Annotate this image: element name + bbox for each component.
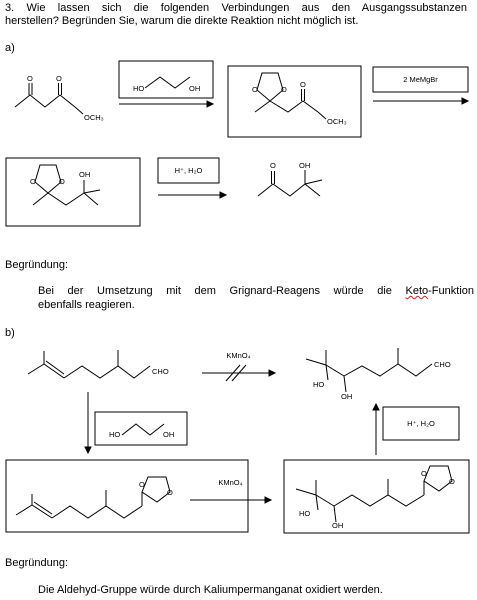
- atom-o-acetal-b-right: O: [167, 488, 173, 497]
- ethylene-glycol-structure-b: [121, 423, 165, 436]
- reagent-box-glycol-b: [94, 411, 188, 446]
- question-line-1: 3. Wie lassen sich die folgenden Verbind…: [5, 2, 467, 15]
- part-b-label: b): [5, 327, 15, 339]
- atom-o-acetal-right: O: [281, 85, 287, 94]
- part-a-justification-keto: Keto: [405, 285, 429, 297]
- acetal-ester-structure: [254, 72, 327, 120]
- diol-acetal-box: [283, 459, 470, 534]
- diol-acetal-structure: [295, 465, 453, 523]
- diol-aldehyde-structure: [305, 348, 433, 393]
- atom-o-acetal-c-right: O: [449, 477, 455, 486]
- part-a-label: a): [5, 42, 15, 54]
- acetal-alcohol-structure: [32, 164, 101, 206]
- acetal-ester-box: [227, 65, 362, 138]
- atom-och3-a: OCH₃: [84, 113, 104, 122]
- reagent-box-glycol-a: [118, 60, 214, 99]
- atom-ho-diol-acetal: HO: [299, 509, 311, 518]
- atom-oh-diol-acetal: OH: [332, 521, 344, 530]
- part-a-justification-suffix: -Funktion: [428, 285, 474, 297]
- question-number: 3.: [5, 2, 15, 14]
- question-text-line-1: Wie lassen sich die folgenden Verbindung…: [26, 2, 467, 14]
- atom-och3-b: OCH₃: [327, 117, 347, 126]
- atom-o-ketone-a: O: [27, 74, 33, 83]
- methyl-acetoacetate-structure: [14, 83, 84, 115]
- atom-ho-diol: HO: [313, 380, 325, 389]
- atom-o-acetal-left: O: [252, 85, 258, 94]
- reagent-grignard: 2 MeMgBr: [403, 75, 438, 84]
- question-line-2: herstellen? Begründen Sie, warum die dir…: [5, 15, 359, 27]
- citronellal-structure: [27, 350, 151, 379]
- acetal-alcohol-box: [5, 157, 141, 227]
- citronellal-acetal-box: [5, 459, 249, 533]
- atom-o-acetal-a2-left: O: [30, 177, 36, 186]
- part-b-justification-text: Die Aldehyd-Gruppe würde durch Kaliumper…: [38, 584, 383, 596]
- atom-cho-diol: CHO: [434, 360, 451, 369]
- reagent-box-hydrolysis-b: [382, 406, 460, 441]
- atom-oh-glycol-b: OH: [163, 430, 175, 439]
- atom-oh-alcohol-a: OH: [79, 170, 91, 179]
- atom-ho-glycol-b: HO: [109, 430, 121, 439]
- atom-ho-glycol-a: HO: [133, 84, 145, 93]
- atom-oh-diol: OH: [341, 392, 353, 401]
- atom-oh-product: OH: [299, 161, 311, 170]
- part-a-justification-prefix: Bei der Umsetzung mit dem Grignard-Reage…: [38, 285, 406, 297]
- part-a-justification-line-1: Bei der Umsetzung mit dem Grignard-Reage…: [38, 285, 474, 298]
- atom-cho-citronellal: CHO: [152, 367, 169, 376]
- atom-oh-glycol-a: OH: [189, 84, 201, 93]
- atom-o-ester-a: O: [56, 74, 62, 83]
- part-a-justification-title: Begründung:: [5, 259, 68, 271]
- reagent-box-hydrolysis-a: [157, 157, 220, 184]
- reagent-hydrolysis-b: H⁺, H₂O: [407, 419, 435, 428]
- atom-o-acetal-a2-right: O: [59, 177, 65, 186]
- atom-o-acetal-c-top: O: [421, 469, 427, 478]
- atom-o-acetal-b-top: O: [139, 480, 145, 489]
- atom-o-ketone-product: O: [270, 161, 276, 170]
- ethylene-glycol-structure-a: [144, 76, 191, 89]
- reagent-hydrolysis-a: H⁺, H₂O: [174, 166, 203, 175]
- part-b-justification-title: Begründung:: [5, 557, 68, 569]
- citronellal-acetal-structure: [15, 476, 171, 519]
- reagent-kmno4-crossed: KMnO₄: [226, 351, 251, 360]
- reagent-kmno4: KMnO₄: [218, 478, 243, 487]
- reagent-box-grignard: [372, 66, 469, 93]
- atom-o-ester-b: O: [300, 80, 306, 89]
- part-a-justification-line-2: ebenfalls reagieren.: [38, 299, 135, 311]
- hydroxy-ketone-structure: [257, 170, 323, 197]
